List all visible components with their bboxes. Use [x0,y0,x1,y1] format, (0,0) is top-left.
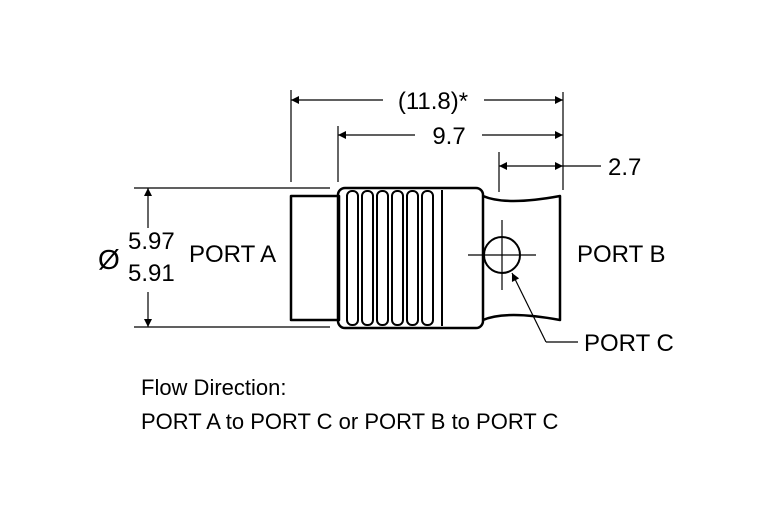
diameter-symbol: Ø [98,244,120,275]
port-c-hole [468,220,536,290]
diameter-min-label: 5.91 [128,260,175,287]
dimension-overall-length-label: (11.8)* [398,88,468,115]
port-a-label: PORT A [189,241,276,268]
flow-direction-title: Flow Direction: [141,375,286,400]
port-c-label: PORT C [584,330,674,357]
dimension-port-b-length-label: 2.7 [608,154,641,181]
main-body [336,186,485,330]
port-b-label: PORT B [577,241,665,268]
dimension-body-length-label: 9.7 [432,123,465,150]
fitting-outline [289,186,562,330]
diameter-max-label: 5.97 [128,228,175,255]
port-c-leader [511,272,578,343]
flow-direction-text: PORT A to PORT C or PORT B to PORT C [141,409,558,434]
extension-lines [134,90,564,328]
port-a-stub [289,194,341,322]
port-b-tube [482,194,562,322]
corrugation-ribs [346,190,443,326]
